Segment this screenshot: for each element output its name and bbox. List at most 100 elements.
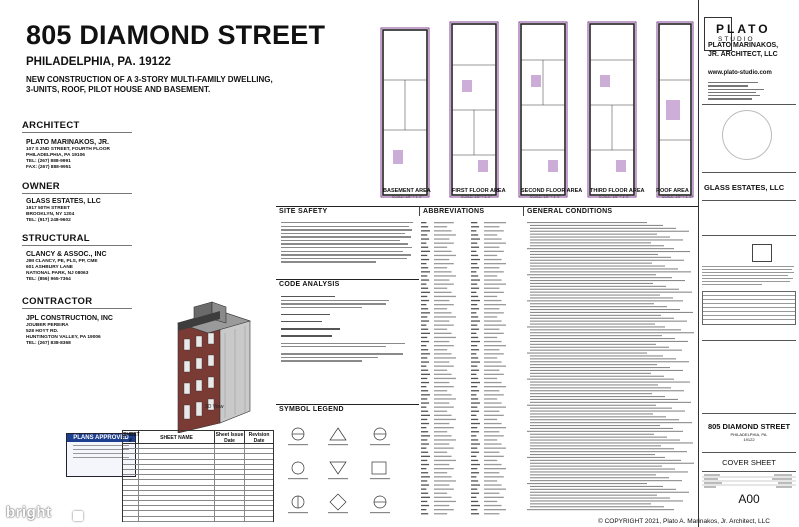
- sheet-index-row: [123, 490, 273, 496]
- site-safety-text: [281, 222, 416, 265]
- structural-line: NATIONAL PARK, NJ 08063: [26, 271, 89, 276]
- sheet-index-row: [123, 459, 273, 465]
- owner-line: TEL: (917) 248-9602: [26, 218, 71, 223]
- owner-block: GLASS ESTATES, LLC 1917 50TH STREET BROO…: [26, 198, 256, 224]
- structural-heading: STRUCTURAL: [22, 233, 142, 246]
- client-name: GLASS ESTATES, LLC: [704, 183, 785, 192]
- owner-line: BROOKLYN, NY 1204: [26, 212, 75, 217]
- firm-name: PLATO MARINAKOS, JR. ARCHITECT, LLC: [708, 42, 779, 58]
- title-block: [698, 0, 799, 527]
- plans-approved-stamp: PLANS APPROVED: [66, 433, 136, 477]
- contractor-line: 528 HOYT RD.: [26, 329, 59, 334]
- architect-line: FAX: (267) 888-9951: [26, 165, 72, 170]
- contractor-heading: CONTRACTOR: [22, 296, 142, 309]
- symbol-legend-panel: SYMBOL LEGEND: [276, 404, 419, 414]
- sheet-index-row: [123, 464, 273, 470]
- project-title: 805 DIAMOND STREET: [26, 20, 326, 50]
- studio-logo-text: PLATO: [716, 22, 771, 36]
- plan-label-first-floor: FIRST FLOOR AREA: [452, 188, 506, 194]
- sheet-index-row: [123, 495, 273, 502]
- abbreviations-panel: ABBREVIATIONS: [419, 206, 523, 216]
- call-811-logo: [752, 244, 772, 262]
- structural-line: TEL: (856) 965-7364: [26, 277, 71, 282]
- site-safety-heading: SITE SAFETY: [279, 208, 328, 215]
- structural-block: CLANCY & ASSOC., INC JIM CLANCY, PE, PLS…: [26, 251, 256, 283]
- sheet-index-header: SHEET NAME: [139, 431, 215, 443]
- architect-block: PLATO MARINAKOS, JR. 107 S 2ND STREET, F…: [26, 139, 256, 171]
- plan-label-second-floor: SECOND FLOOR AREA: [521, 188, 583, 194]
- disclaimer-text: [702, 266, 794, 285]
- code-analysis-text: [281, 296, 416, 364]
- structural-name: CLANCY & ASSOC., INC: [26, 251, 107, 258]
- abbreviations-list: [421, 222, 506, 515]
- sheet-index-row: [123, 449, 273, 455]
- floor-plans: [380, 21, 694, 198]
- sheet-index-row: [123, 469, 273, 476]
- firm-address-lines: [708, 82, 764, 100]
- project-zip: 19122: [743, 437, 755, 442]
- studio-logo-subtext: STUDIO: [718, 36, 755, 43]
- symbol-legend-graphics: [288, 427, 390, 514]
- firm-website: www.plato-studio.com: [708, 70, 772, 76]
- sheet-index-header: Sheet Issue Date: [215, 431, 245, 444]
- revision-table: [702, 291, 796, 325]
- project-description: NEW CONSTRUCTION OF A 3-STORY MULTI-FAMI…: [26, 75, 273, 94]
- contractor-line: TEL: (267) 838-8368: [26, 341, 71, 346]
- plan-scale: SCALE: 1/8" = 1'-0": [662, 195, 693, 199]
- owner-line: 1917 50TH STREET: [26, 206, 70, 211]
- watermark-icon: [73, 511, 83, 521]
- code-analysis-panel: CODE ANALYSIS: [276, 279, 419, 289]
- architect-line: 107 S 2ND STREET, FOURTH FLOOR: [26, 147, 110, 152]
- building-3d-render: [176, 301, 252, 433]
- sheet-index-row: [123, 485, 273, 491]
- plan-scale: SCALE: 1/8" = 1'-0": [461, 195, 492, 199]
- owner-name: GLASS ESTATES, LLC: [26, 198, 101, 205]
- contractor-line: HUNTINGTON VALLEY, PA 19006: [26, 335, 101, 340]
- sheet-index-row: [123, 511, 273, 517]
- project-city: PHILADELPHIA, PA.: [730, 432, 768, 437]
- general-conditions-text: [527, 222, 694, 511]
- symbol-legend-heading: SYMBOL LEGEND: [279, 406, 344, 413]
- contractor-name: JPL CONSTRUCTION, INC: [26, 315, 113, 322]
- sheet-index-row: [123, 444, 273, 450]
- sheet-number: A00: [738, 492, 760, 506]
- site-safety-panel: SITE SAFETY: [276, 206, 419, 216]
- sheet-index-row: [123, 501, 273, 507]
- plans-approved-heading: PLANS APPROVED: [67, 434, 135, 442]
- render-caption: 3D View: [205, 404, 224, 410]
- sheet-index-table: SHEET # SHEET NAME Sheet Issue Date Revi…: [122, 430, 274, 522]
- contractor-line: JOUBER PEREIRA: [26, 323, 69, 328]
- copyright-notice: © COPYRIGHT 2021, Plato A. Marinakos, Jr…: [598, 518, 770, 525]
- sheet-index-row: [123, 454, 273, 460]
- sheet-index-row: [123, 480, 273, 486]
- architect-name: PLATO MARINAKOS, JR.: [26, 139, 109, 146]
- architect-line: PHILADELPHIA, PA 19106: [26, 153, 85, 158]
- studio-logo-mark: [704, 17, 732, 51]
- architect-heading: ARCHITECT: [22, 120, 142, 133]
- structural-line: 601 ASHBURY LANE: [26, 265, 74, 270]
- sheet-index-header: Revision Date: [248, 432, 270, 444]
- sheet-index-row: [123, 516, 273, 522]
- architect-line: TEL: (267) 888-9991: [26, 159, 71, 164]
- general-conditions-heading: GENERAL CONDITIONS: [527, 208, 613, 215]
- sheet-index-row: [123, 506, 273, 512]
- contractor-block: JPL CONSTRUCTION, INC JOUBER PEREIRA 528…: [26, 315, 256, 347]
- plan-scale: SCALE: 1/8" = 1'-0": [599, 195, 630, 199]
- plan-label-third-floor: THIRD FLOOR AREA: [590, 188, 645, 194]
- sheet-index-header: SHEET #: [123, 431, 140, 444]
- architect-seal: [722, 110, 772, 160]
- plan-scale: SCALE: 1/8" = 1'-0": [392, 195, 423, 199]
- plan-scale: SCALE: 1/8" = 1'-0": [530, 195, 561, 199]
- project-title-block: 805 DIAMOND STREET: [707, 422, 791, 431]
- sheet-index-row: [123, 475, 273, 481]
- general-conditions-panel: GENERAL CONDITIONS: [523, 206, 698, 216]
- owner-heading: OWNER: [22, 181, 142, 194]
- abbreviations-heading: ABBREVIATIONS: [423, 208, 485, 215]
- sheet-title: COVER SHEET: [722, 458, 776, 467]
- plan-label-roof: ROOF AREA: [656, 188, 689, 194]
- sheet-info-rows: [702, 474, 796, 488]
- structural-line: JIM CLANCY, PE, PLS, PP, CME: [26, 259, 98, 264]
- plan-label-basement: BASEMENT AREA: [383, 188, 431, 194]
- watermark-logo: bright: [6, 504, 52, 521]
